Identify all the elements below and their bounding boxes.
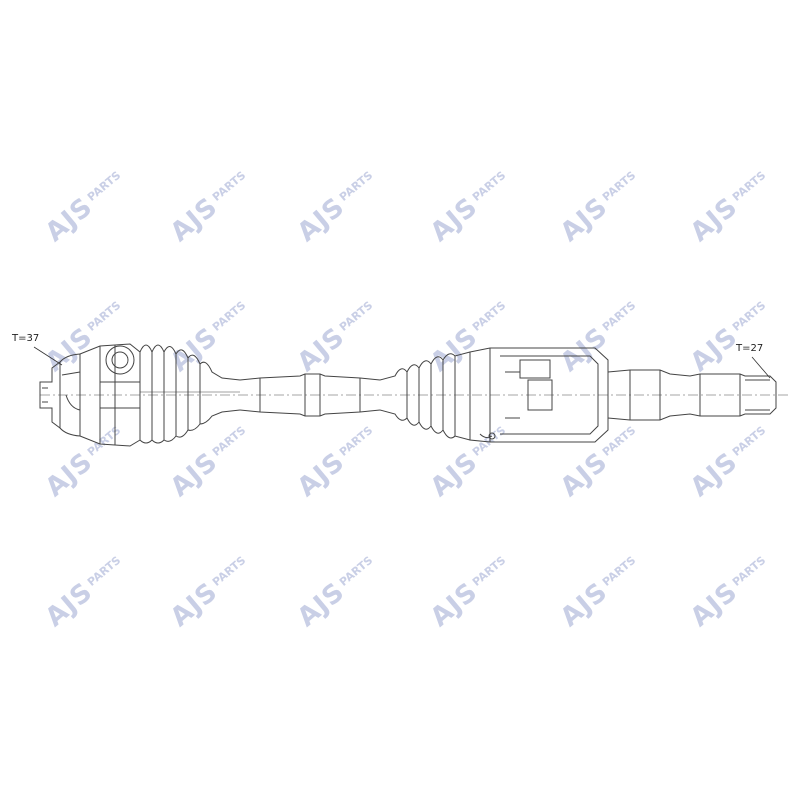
right-callout-leader: [751, 356, 771, 379]
right-spline-teeth-label: T=27: [736, 343, 764, 354]
inner-boot: [379, 351, 471, 441]
outer-boot: [139, 344, 241, 444]
left-callout-leader: [33, 346, 63, 366]
inner-cv-joint: [469, 347, 609, 443]
left-spline-teeth-label: T=37: [12, 333, 40, 344]
intermediate-shaft: [239, 373, 381, 417]
inner-stub-shaft: [607, 369, 777, 421]
